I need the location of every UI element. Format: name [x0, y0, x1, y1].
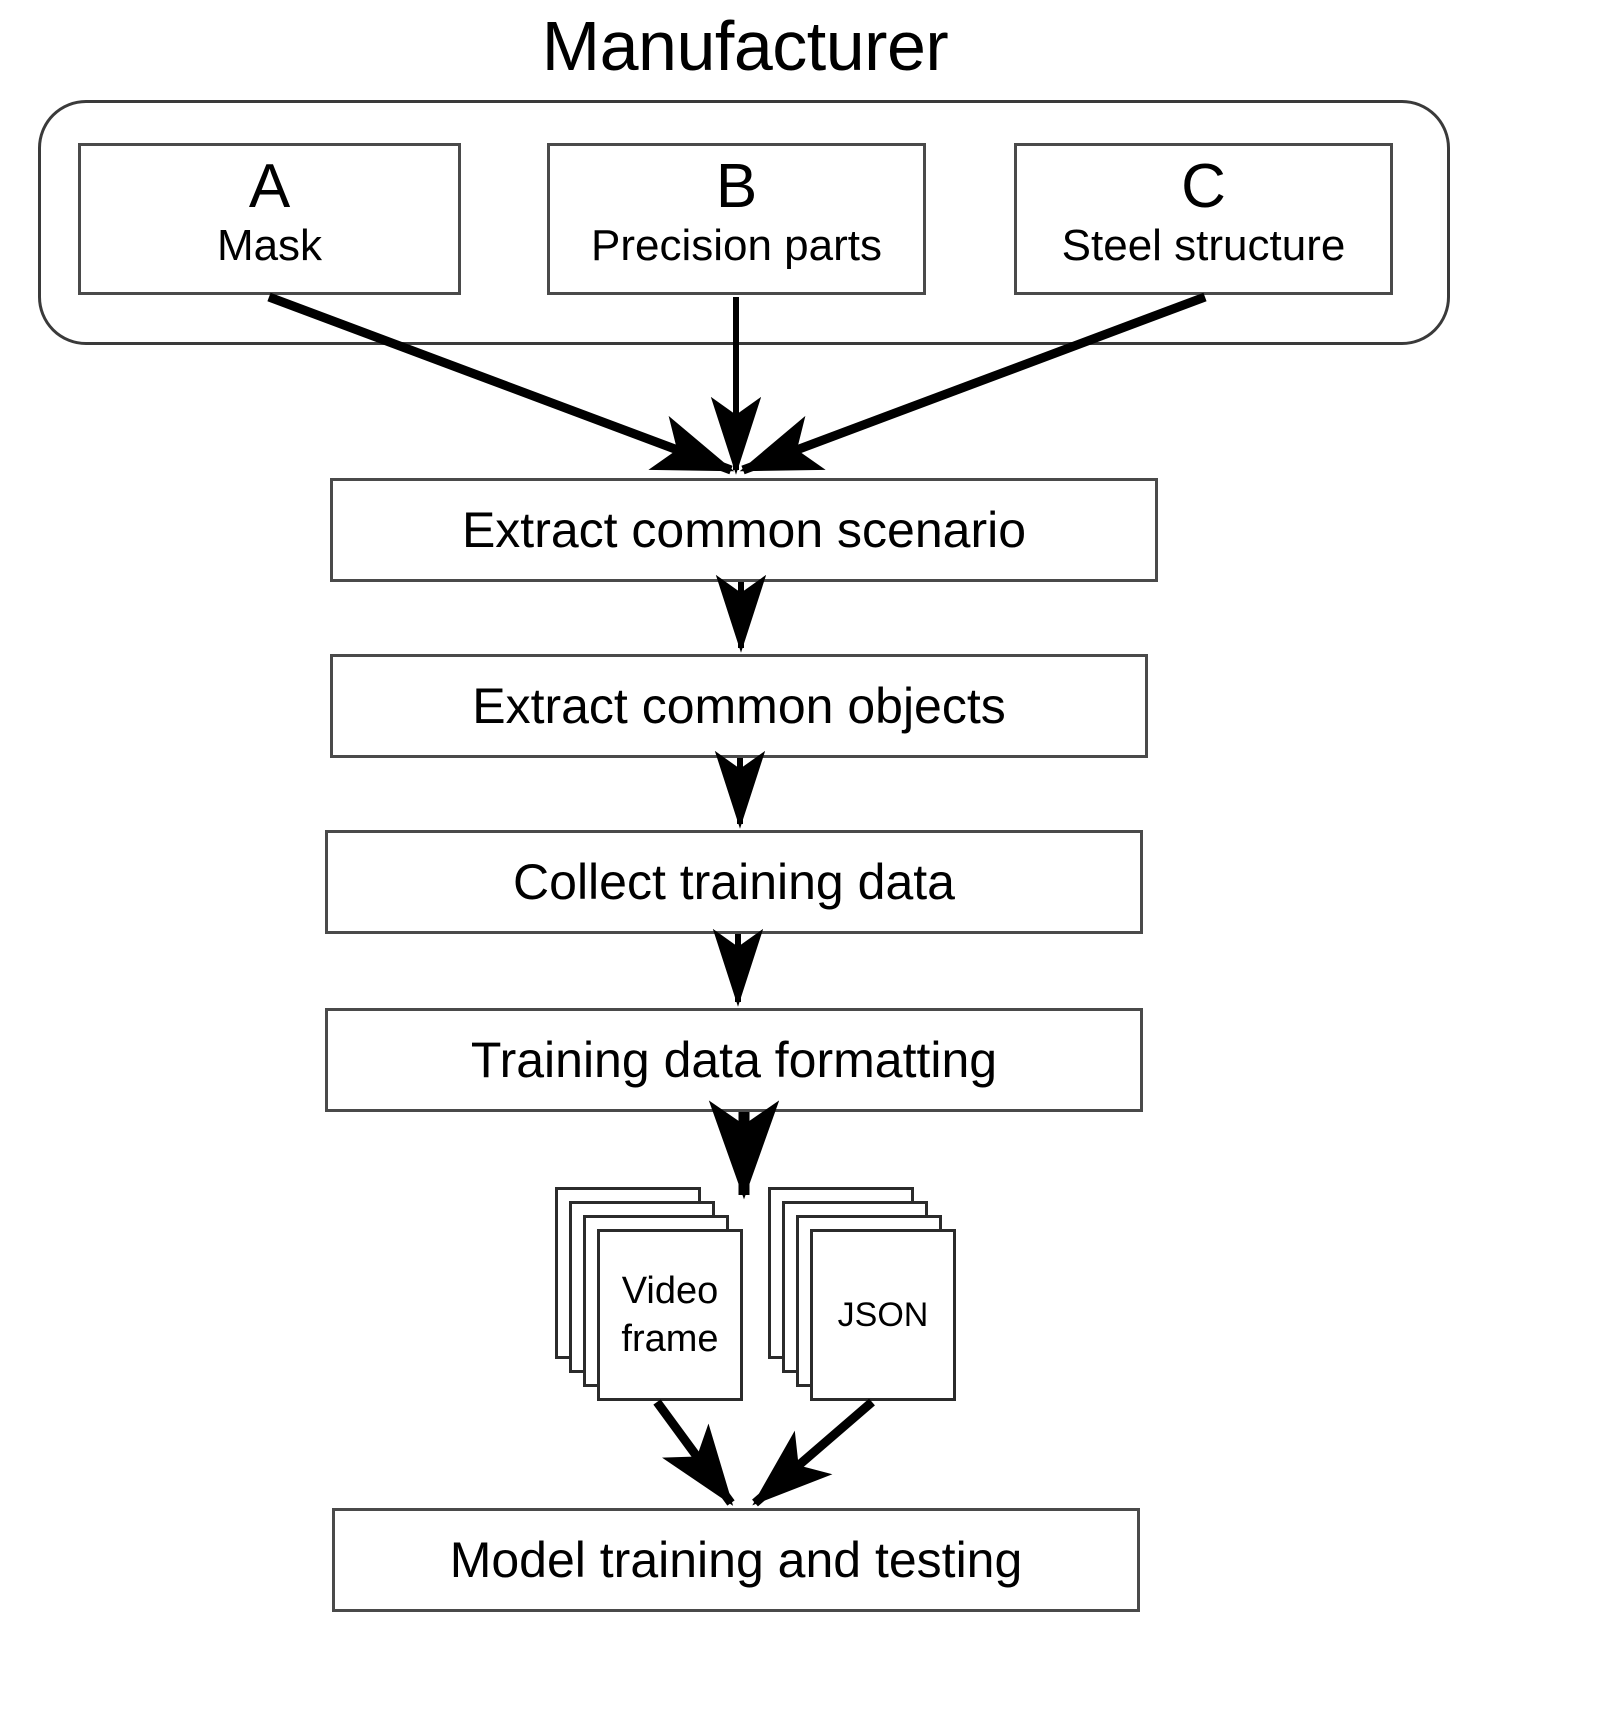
source-box-c-label: Steel structure	[1061, 221, 1346, 270]
document-card-front-json[interactable]: JSON	[810, 1229, 956, 1401]
process-box-extract-common-scenario[interactable]: Extract common scenario	[330, 478, 1158, 582]
process-box-extract-common-objects[interactable]: Extract common objects	[330, 654, 1148, 758]
source-box-c[interactable]: C Steel structure	[1014, 143, 1393, 295]
document-stack-json[interactable]: JSON	[768, 1187, 958, 1402]
source-box-c-letter: C	[1181, 152, 1226, 221]
page-title: Manufacturer	[541, 7, 949, 85]
source-box-a[interactable]: A Mask	[78, 143, 461, 295]
process-box-collect-training-data[interactable]: Collect training data	[325, 830, 1143, 934]
source-box-b[interactable]: B Precision parts	[547, 143, 926, 295]
source-box-a-label: Mask	[216, 221, 323, 270]
process-box-model-training-and-testing[interactable]: Model training and testing	[332, 1508, 1140, 1612]
process-box-training-data-formatting[interactable]: Training data formatting	[325, 1008, 1143, 1112]
source-box-b-letter: B	[715, 152, 758, 221]
arrow-video-frame-to-model-training	[653, 1399, 735, 1506]
source-box-b-label: Precision parts	[590, 221, 882, 270]
arrow-json-to-model-training	[752, 1398, 875, 1507]
document-card-label-json: JSON	[837, 1296, 929, 1334]
source-box-a-letter: A	[248, 152, 291, 221]
